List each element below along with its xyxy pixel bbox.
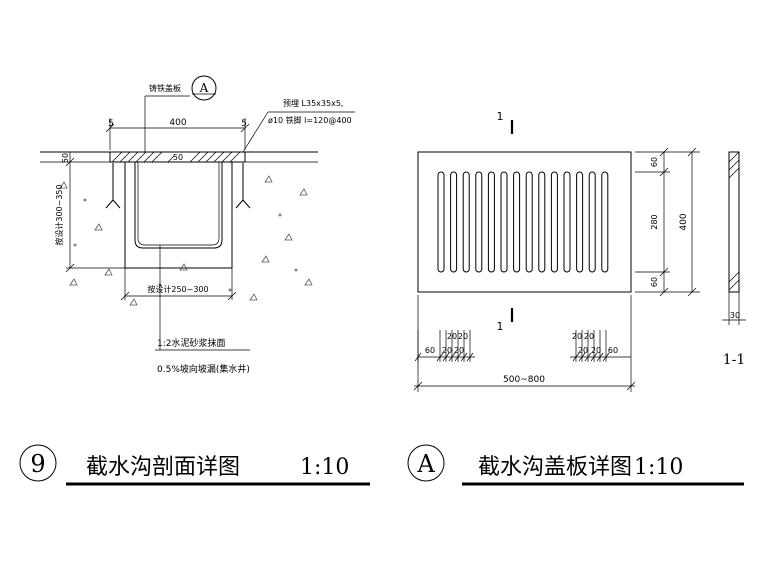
callout-letter-a: A	[199, 81, 209, 95]
cover-slots	[437, 171, 609, 273]
cover-slot	[500, 171, 508, 273]
title-right-letter-circle	[407, 444, 445, 482]
anchor-foot-right	[235, 163, 251, 209]
dim-total-width-label: 500~800	[503, 375, 545, 385]
title-left-number-circle	[19, 444, 57, 482]
label-mortar: 1:2水泥砂浆抹面	[157, 337, 226, 349]
cover-plate-drawing: 1 1 60 280 60 400 30 1-1	[413, 110, 746, 392]
dim-bottom-right-20c: 20	[578, 346, 588, 355]
dim-bottom-left-20b: 20	[458, 332, 468, 341]
dim-bottom-left-20a: 20	[447, 332, 457, 341]
cover-plate-outline	[417, 151, 632, 293]
dim-5-left-label: 5	[108, 119, 114, 129]
title-left-scale: 1:10	[300, 455, 349, 480]
leader-steel	[242, 111, 269, 153]
label-anchor-bar: ø10 铁脚 l=120@400	[268, 115, 352, 125]
section-1-1-profile	[728, 151, 740, 293]
cover-slot	[525, 171, 533, 273]
dim-60-bottom-label: 60	[650, 277, 659, 287]
section-mark-top: 1	[497, 110, 504, 123]
mortar-lining	[137, 162, 220, 246]
trench-inner-channel	[134, 162, 223, 249]
cover-slot	[576, 171, 584, 273]
cover-slot	[450, 171, 458, 273]
label-slope: 0.5%坡向坡漏(集水井)	[157, 363, 250, 375]
callout-circle-a	[191, 75, 217, 101]
dim-bottom-left-20c: 20	[442, 346, 452, 355]
cover-slot	[538, 171, 546, 273]
anchor-foot-left	[105, 163, 121, 209]
cover-slot	[462, 171, 470, 273]
dim-bottom-right-20a: 20	[572, 332, 582, 341]
cover-hatch	[111, 151, 241, 163]
cover-plate	[109, 151, 246, 163]
dim-400-cover-label: 400	[679, 213, 689, 230]
title-right-text: 截水沟盖板详图	[478, 455, 632, 480]
dim-50-mid-label: 50	[173, 153, 183, 162]
dim-bottom-right-20b: 20	[584, 332, 594, 341]
cover-slot	[513, 171, 521, 273]
section-1-1-label: 1-1	[723, 352, 746, 368]
section-mark-bottom: 1	[497, 320, 504, 333]
cover-slot	[437, 171, 445, 273]
dim-30-label: 30	[730, 311, 740, 320]
dim-60-top-label: 60	[650, 157, 659, 167]
title-right: A 截水沟盖板详图 1:10	[407, 444, 744, 486]
dim-50-left-label: 50	[61, 153, 70, 163]
dim-bottom-left-20d: 20	[454, 346, 464, 355]
cover-slot	[550, 171, 558, 273]
dim-bottom-right-60: 60	[608, 346, 618, 355]
dim-bottom-right-20d: 20	[591, 346, 601, 355]
dim-bottom-label: 按设计250~300	[147, 284, 208, 294]
title-left-text: 截水沟剖面详图	[86, 455, 240, 480]
aggregate-symbols	[59, 175, 313, 306]
dim-400-label: 400	[169, 118, 186, 128]
label-steel-angle: 预埋 L35x35x5,	[283, 98, 343, 108]
dim-280-label: 280	[650, 214, 659, 229]
cover-slot	[487, 171, 495, 273]
title-right-scale: 1:10	[634, 455, 683, 480]
section-1-1-hatch	[728, 151, 740, 291]
title-left-number: 9	[30, 450, 45, 478]
label-cast-iron-cover: 铸铁盖板	[149, 83, 181, 93]
title-right-letter: A	[416, 450, 435, 478]
cover-slot	[563, 171, 571, 273]
trench-section-drawing: 400 5 5 铸铁盖板 A 预埋 L35x35x5, ø10 铁脚 l=120…	[40, 75, 355, 375]
dim-5-right-label: 5	[241, 119, 247, 129]
dim-depth-label: 按设计300~350	[54, 184, 64, 245]
cover-slot	[601, 171, 609, 273]
cover-slot	[475, 171, 483, 273]
dim-bottom-left-60: 60	[425, 346, 435, 355]
cover-slot	[588, 171, 596, 273]
title-left: 9 截水沟剖面详图 1:10	[19, 444, 370, 486]
